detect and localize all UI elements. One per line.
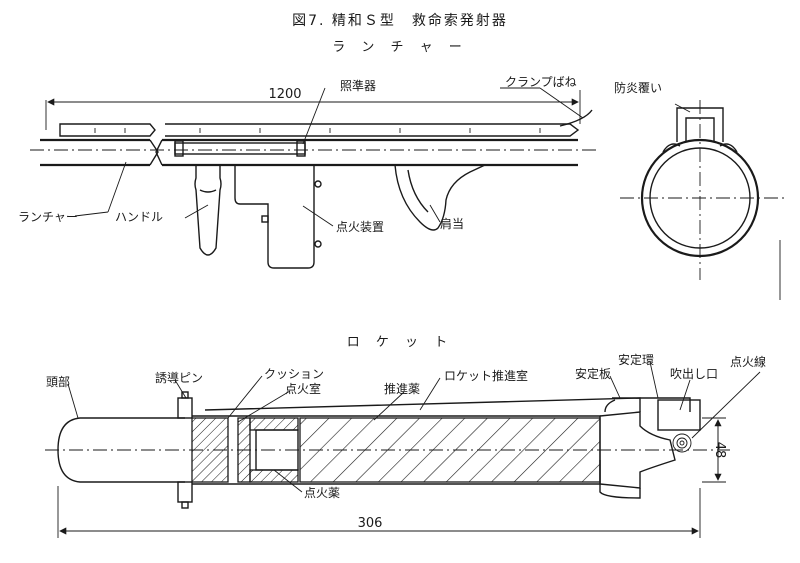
label-sight: 照準器 — [340, 78, 376, 93]
rocket-length-dimension: 306 — [358, 516, 383, 531]
label-stabilizer-plate: 安定板 — [575, 366, 611, 381]
figure-title: 図7. 精和Ｓ型 救命索発射器 — [292, 12, 508, 29]
label-head: 頭部 — [46, 374, 70, 389]
launcher-length-dimension: 1200 — [268, 87, 301, 102]
rocket-diameter-dimension: 48 — [712, 442, 727, 459]
launcher-end-view — [620, 100, 785, 300]
rocket-section-view: 48 306 — [45, 391, 730, 538]
label-handle: ハンドル — [115, 210, 163, 224]
launcher-side-view: 1200 — [30, 87, 600, 269]
launcher-heading: ラ ン チ ャ ー — [332, 40, 468, 55]
label-fuse: 点火線 — [730, 354, 766, 369]
label-guide-pin: 誘導ピン — [155, 371, 203, 385]
label-shoulder-rest: 肩当 — [440, 216, 464, 231]
label-ignition-chamber: 点火室 — [285, 381, 321, 396]
label-flame-cover: 防炎覆い — [614, 80, 662, 95]
label-propellant: 推進薬 — [384, 382, 420, 396]
label-clamp-spring: クランプばね — [505, 75, 577, 89]
rocket-heading: ロ ケ ッ ト — [347, 335, 453, 350]
label-nozzle: 吹出し口 — [670, 367, 718, 381]
label-igniter: 点火装置 — [336, 220, 384, 234]
rocket-leaders — [67, 361, 761, 493]
label-igniter-charge: 点火薬 — [304, 486, 340, 500]
label-launcher: ランチャー — [18, 210, 78, 224]
label-cushion: クッション — [264, 367, 324, 381]
label-rocket-chamber: ロケット推進室 — [444, 368, 528, 383]
label-stabilizer-ring: 安定環 — [618, 352, 654, 367]
launcher-leaders — [74, 87, 584, 227]
